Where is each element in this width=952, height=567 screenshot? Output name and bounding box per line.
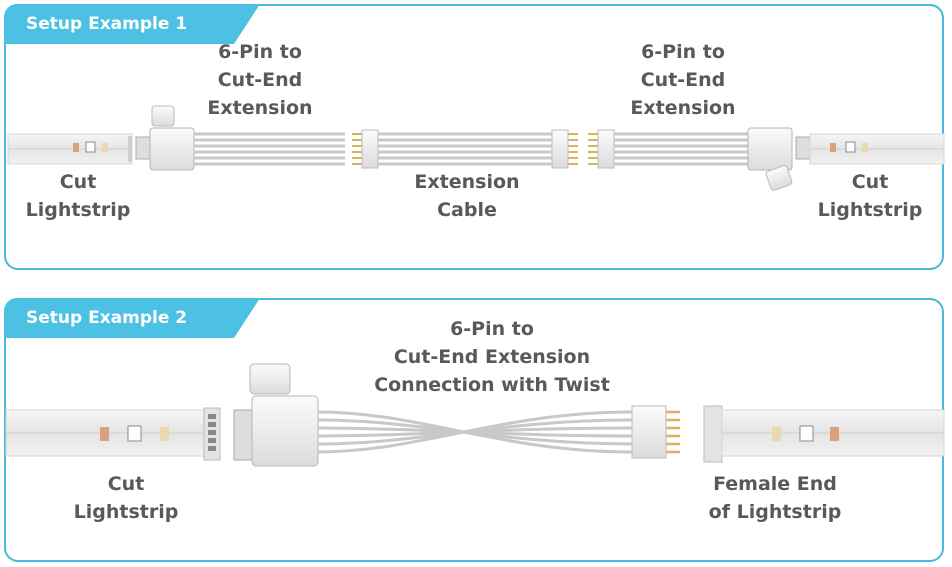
extension-connector-right [588, 127, 793, 191]
label-cut-lightstrip-left: Cut Lightstrip [8, 168, 148, 224]
label-line: 6-Pin to [450, 318, 534, 340]
label-line: Cut-End [217, 69, 303, 91]
extension-cable [352, 129, 578, 169]
label-line: Extension [207, 97, 313, 119]
label-cut-lightstrip-right: Cut Lightstrip [800, 168, 940, 224]
label-line: Extension [414, 171, 520, 193]
cut-lightstrip-bottom [5, 407, 221, 461]
label-line: 6-Pin to [641, 41, 725, 63]
tab-title: Setup Example 2 [26, 308, 188, 328]
label-line: Female End [713, 473, 837, 495]
label-extension-right: 6-Pin to Cut-End Extension [608, 38, 758, 122]
label-line: Cut [851, 171, 889, 193]
cut-lightstrip-left [7, 133, 133, 165]
label-extension-left: 6-Pin to Cut-End Extension [185, 38, 335, 122]
label-line: Lightstrip [817, 199, 923, 221]
label-extension-cable: Extension Cable [392, 168, 542, 224]
label-line: of Lightstrip [708, 501, 842, 523]
label-line: Connection with Twist [374, 374, 610, 396]
tab-title: Setup Example 1 [26, 14, 188, 34]
cut-lightstrip-right [795, 133, 945, 165]
label-line: Cable [437, 199, 497, 221]
twist-connector [233, 363, 680, 467]
label-female-end: Female End of Lightstrip [690, 470, 860, 526]
extension-connector-left [135, 105, 345, 171]
label-twist-connection: 6-Pin to Cut-End Extension Connection wi… [356, 315, 628, 399]
setup-example-2-tab: Setup Example 2 [4, 298, 260, 338]
label-line: Lightstrip [25, 199, 131, 221]
label-line: Cut-End [640, 69, 726, 91]
label-line: Lightstrip [73, 501, 179, 523]
label-line: Extension [630, 97, 736, 119]
label-cut-lightstrip-bottom: Cut Lightstrip [56, 470, 196, 526]
female-end-lightstrip [703, 405, 945, 463]
label-line: Cut [107, 473, 145, 495]
label-line: 6-Pin to [218, 41, 302, 63]
label-line: Cut-End Extension [393, 346, 591, 368]
label-line: Cut [59, 171, 97, 193]
setup-example-1-tab: Setup Example 1 [4, 4, 260, 44]
